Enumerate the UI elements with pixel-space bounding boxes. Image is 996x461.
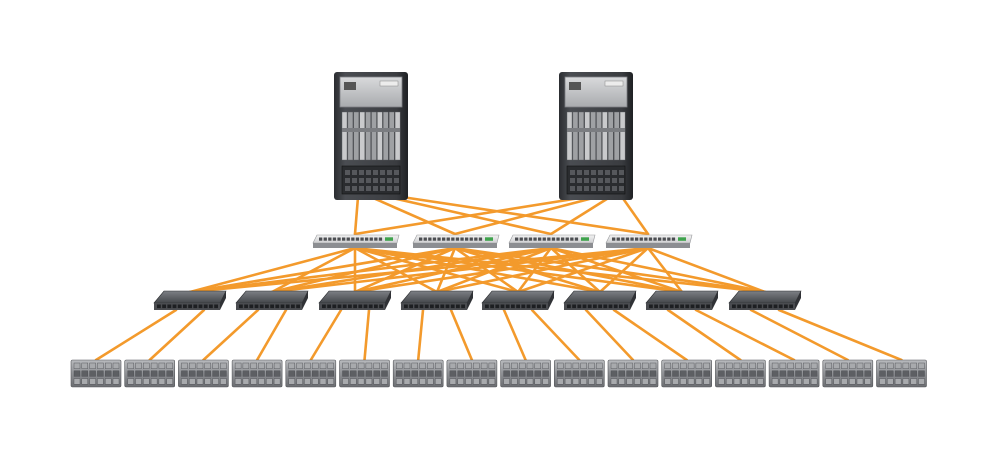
core-to-aggregation-link — [453, 195, 599, 236]
aggregation-to-access-link — [598, 246, 650, 294]
access-to-fex-link — [202, 308, 260, 362]
aggregation-to-access-link — [646, 246, 684, 294]
fabric-extender — [553, 359, 605, 388]
aggregation-switch — [605, 234, 693, 248]
access-switch — [645, 290, 719, 310]
aggregation-to-access-link — [353, 246, 602, 294]
access-switch — [235, 290, 309, 310]
aggregation-to-access-link — [435, 246, 457, 294]
fabric-extender — [607, 359, 659, 388]
access-to-fex-link — [255, 308, 288, 362]
aggregation-to-access-link — [353, 246, 650, 294]
aggregation-switch — [412, 234, 500, 248]
aggregation-to-access-link — [188, 246, 357, 294]
core-chassis-switch — [334, 72, 408, 200]
fabric-extender — [768, 359, 820, 388]
access-to-fex-link — [749, 308, 850, 362]
aggregation-to-access-link — [453, 246, 520, 294]
aggregation-to-access-link — [270, 246, 650, 294]
access-to-fex-link — [530, 308, 581, 362]
network-devices — [70, 72, 927, 388]
access-switch — [400, 290, 474, 310]
fabric-extender — [500, 359, 551, 388]
aggregation-to-access-link — [353, 246, 439, 294]
core-to-aggregation-link — [620, 195, 650, 236]
aggregation-to-access-link — [516, 246, 650, 294]
access-to-fex-link — [666, 308, 742, 362]
aggregation-switch — [508, 234, 596, 248]
access-to-fex-link — [309, 308, 343, 362]
uplink-cables — [94, 195, 903, 362]
fabric-extender — [822, 359, 874, 388]
aggregation-to-access-link — [435, 246, 650, 294]
aggregation-to-access-link — [188, 246, 457, 294]
fabric-extender — [876, 359, 927, 388]
access-to-fex-link — [148, 308, 206, 362]
aggregation-to-access-link — [188, 246, 553, 294]
fabric-extender — [231, 359, 283, 388]
aggregation-to-access-link — [453, 246, 602, 294]
core-chassis-switch — [559, 72, 633, 200]
aggregation-to-access-link — [646, 246, 767, 294]
fabric-extender — [392, 359, 444, 388]
aggregation-to-access-link — [270, 246, 357, 294]
access-to-fex-link — [694, 308, 796, 362]
fabric-extender — [178, 359, 229, 388]
access-switch — [153, 290, 227, 310]
aggregation-switch — [312, 234, 400, 248]
aggregation-to-access-link — [353, 246, 520, 294]
access-to-fex-link — [612, 308, 689, 362]
fabric-extender — [715, 359, 766, 388]
access-to-fex-link — [584, 308, 635, 362]
core-to-aggregation-link — [353, 195, 360, 236]
core-to-aggregation-link — [369, 195, 457, 236]
access-to-fex-link — [502, 308, 527, 362]
access-to-fex-link — [777, 308, 903, 362]
access-to-fex-link — [363, 308, 371, 362]
fabric-extender — [124, 359, 175, 388]
access-switch — [728, 290, 802, 310]
fabric-extender — [285, 359, 337, 388]
aggregation-to-access-link — [188, 246, 650, 294]
access-switch — [563, 290, 637, 310]
access-to-fex-link — [416, 308, 425, 362]
fabric-extender — [70, 359, 122, 388]
core-to-aggregation-link — [549, 195, 612, 236]
fabric-extender — [446, 359, 498, 388]
access-to-fex-link — [94, 308, 178, 362]
access-to-fex-link — [449, 308, 474, 362]
fabric-extender — [339, 359, 390, 388]
access-switch — [481, 290, 555, 310]
core-to-aggregation-link — [353, 195, 588, 236]
aggregation-to-access-link — [516, 246, 553, 294]
fabric-extender — [661, 359, 713, 388]
access-switch — [318, 290, 392, 310]
